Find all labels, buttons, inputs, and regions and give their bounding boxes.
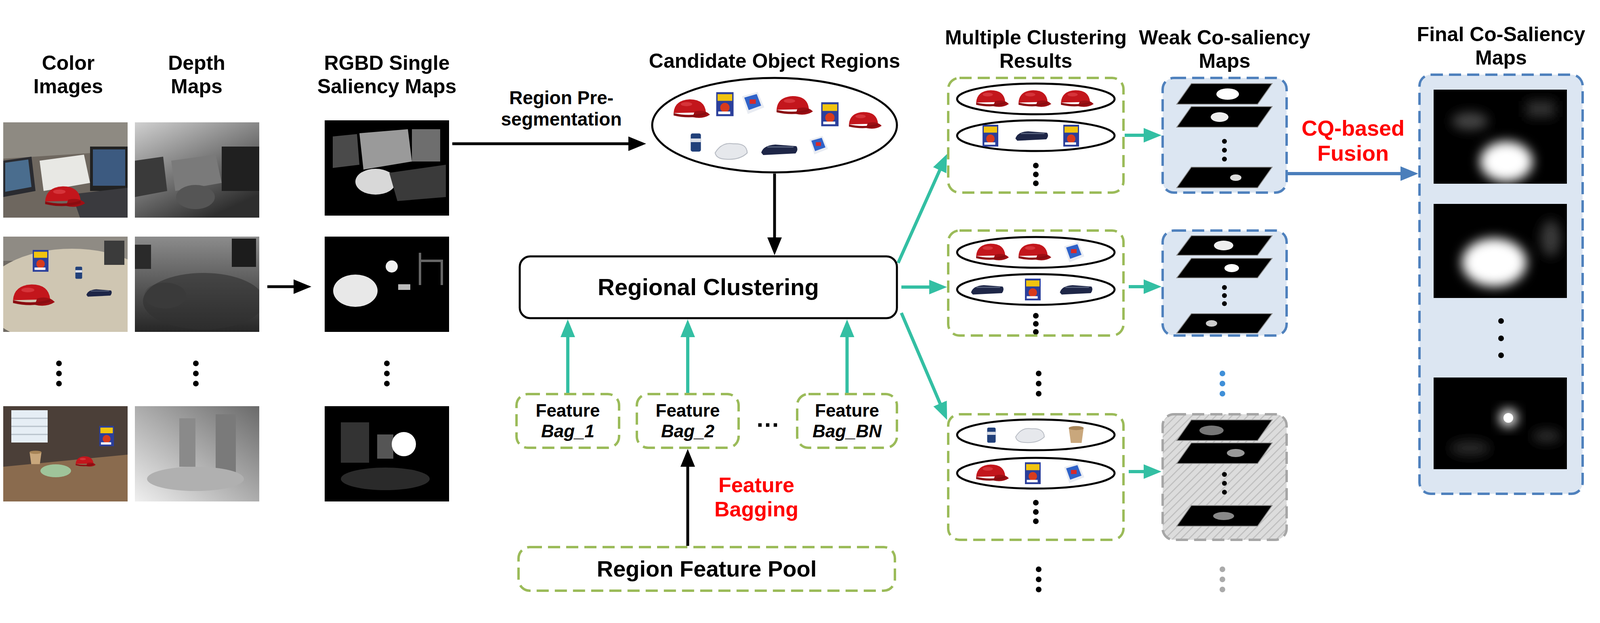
- feature-bag-shape: [636, 394, 739, 448]
- feature-bag-shape: [797, 394, 897, 448]
- cluster-group-outline: [946, 76, 1125, 194]
- weak-map-group-shape: [1162, 77, 1287, 193]
- node-text: Feature: [814, 400, 880, 422]
- node-text: Feature: [655, 400, 721, 422]
- node-text: Bag_2: [661, 421, 715, 442]
- group-heading: Weak Co-saliency Maps: [1135, 26, 1314, 73]
- edge-label: CQ-based Fusion: [1292, 114, 1414, 167]
- connector-arrow: [845, 329, 849, 393]
- step-label: Region Pre-segmentation: [476, 87, 647, 131]
- feature-pool: Region Feature Pool: [517, 545, 897, 593]
- connector-arrow: [773, 173, 777, 245]
- column-heading: Color Images: [13, 51, 123, 99]
- connector-arrow: [898, 163, 943, 263]
- feature-bag-shape: [516, 394, 620, 448]
- column-heading: Depth Maps: [144, 51, 250, 99]
- final-map-panel-outline: [1418, 73, 1584, 496]
- node-text: Bag_BN: [812, 421, 882, 442]
- group-heading: Final Co-Saliency Maps: [1412, 23, 1590, 70]
- feature-bag: FeatureBag_2: [635, 392, 740, 450]
- feature-bag: FeatureBag_BN: [795, 392, 899, 450]
- weak-map-group: Weak Co-saliency Maps: [1161, 76, 1288, 194]
- region-ellipse-outline: [650, 76, 899, 174]
- feature-bag: FeatureBag_1: [515, 392, 621, 450]
- node-text: Bag_1: [541, 421, 595, 442]
- feature-pool-shape: [518, 547, 895, 591]
- column-heading: RGBD Single Saliency Maps: [310, 51, 464, 99]
- region-ellipse: Candidate Object Regions: [650, 76, 899, 174]
- node-text: Feature: [535, 400, 601, 422]
- region-ellipse-shape: [652, 77, 897, 173]
- group-heading: Candidate Object Regions: [648, 49, 901, 74]
- process-box-shape: [519, 256, 897, 319]
- final-map-panel-shape: [1419, 74, 1583, 494]
- node-text: Region Feature Pool: [596, 556, 817, 582]
- group-heading: Multiple Clustering Results: [938, 26, 1133, 73]
- connector-arrow: [1124, 133, 1151, 137]
- cluster-group-shape: [948, 77, 1124, 193]
- node-text: Regional Clustering: [597, 273, 819, 301]
- connector-arrow: [566, 329, 570, 393]
- weak-map-group-outline: [1161, 76, 1288, 194]
- connector-arrow: [1287, 172, 1408, 176]
- connector-arrow: [686, 329, 690, 393]
- process-box: Regional Clustering: [518, 255, 899, 320]
- connector-arrow: [686, 459, 690, 546]
- ellipsis-mark: …: [749, 404, 786, 433]
- edge-label: Feature Bagging: [705, 472, 807, 523]
- cluster-group: Multiple Clustering Results: [946, 76, 1125, 194]
- final-map-panel: Final Co-Saliency Maps: [1418, 73, 1584, 496]
